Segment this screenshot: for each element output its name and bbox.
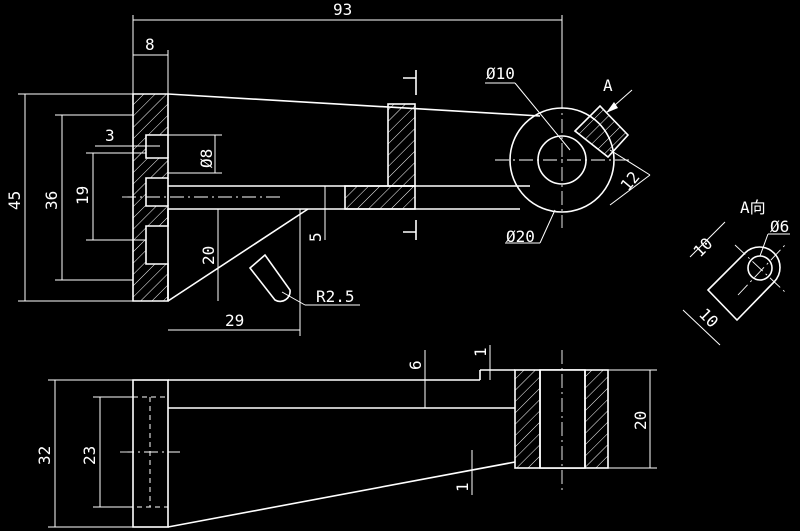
front-dim-6: 6 [406,360,425,370]
arm-section [387,103,416,187]
aux-dim-10-top: 10 [689,234,716,261]
dim-45: 45 [5,191,24,210]
front-dim-1-top: 1 [471,347,490,357]
dim-8: 8 [145,35,155,54]
dim-93: 93 [333,0,352,19]
dim-36: 36 [42,191,61,210]
dim-phi10: Ø10 [486,64,515,83]
front-dim-20: 20 [631,411,650,430]
dim-29: 29 [225,311,244,330]
flange-section [132,93,169,302]
aux-dim-10-bottom: 10 [695,304,722,331]
front-dimensions: 32 23 6 1 1 20 [35,345,657,528]
dim-phi8: Ø8 [197,149,216,168]
dim-19: 19 [73,186,92,205]
aux-lug-outline [706,246,781,322]
front-view [120,350,609,528]
dim-5: 5 [306,232,325,242]
front-dim-32: 32 [35,446,54,465]
aux-dim-phi6: Ø6 [770,217,789,236]
dim-r2-5: R2.5 [316,287,355,306]
aux-view: A向 Ø6 10 10 [682,198,790,346]
view-arrow-a: A [603,76,613,95]
front-dim-23: 23 [80,446,99,465]
front-dim-1-bottom: 1 [453,482,472,492]
top-dimensions: 93 8 3 Ø8 45 36 19 20 5 29 [5,0,651,336]
dim-3: 3 [105,126,115,145]
dim-phi20: Ø20 [506,227,535,246]
slot-shape [248,253,291,303]
dim-20-rib: 20 [199,246,218,265]
top-view [122,70,630,303]
dim-12: 12 [617,168,644,195]
aux-view-label: A向 [740,198,766,217]
web-section [344,185,416,210]
